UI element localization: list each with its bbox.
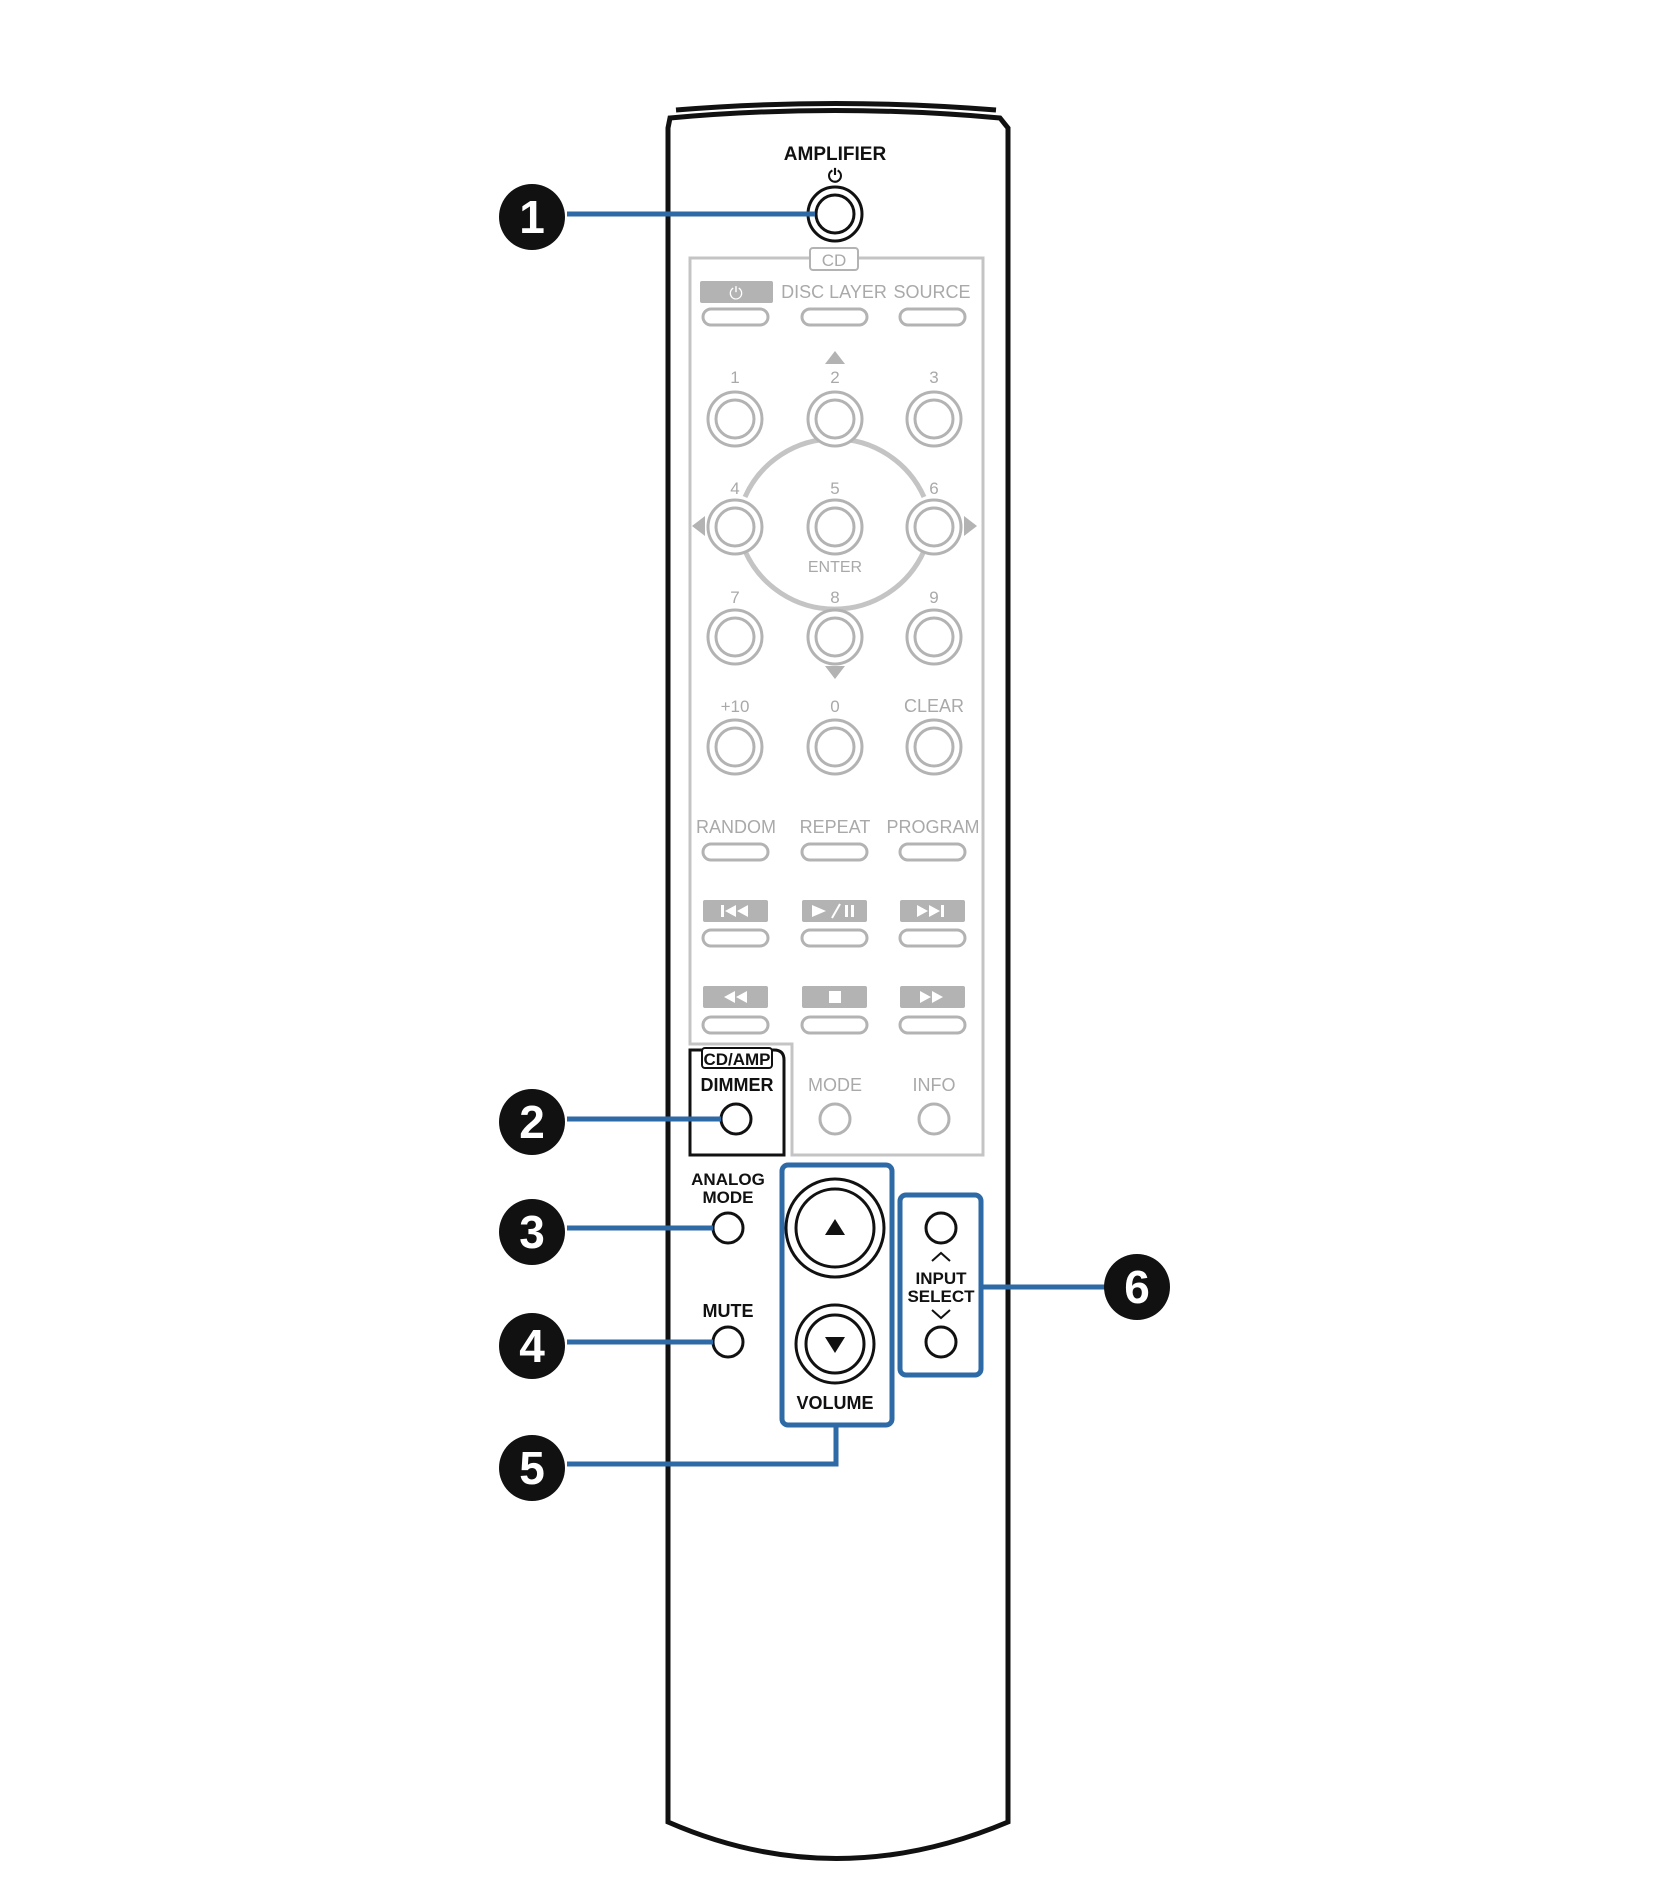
callout-3-badge: 3 (499, 1199, 565, 1265)
dimmer-label: DIMMER (701, 1075, 774, 1095)
skip-forward-label-icon (900, 900, 965, 922)
callout-2-badge: 2 (499, 1089, 565, 1155)
skip-forward-button[interactable] (898, 928, 967, 948)
nav-up-arrow-icon (825, 351, 845, 364)
cd-amp-dimmer-panel (688, 1048, 786, 1157)
amplifier-label: AMPLIFIER (784, 144, 887, 165)
random-button[interactable] (701, 842, 770, 862)
key-1-label: 1 (730, 368, 739, 387)
random-label: RANDOM (696, 817, 776, 837)
key-5-enter-button[interactable] (806, 498, 864, 556)
skip-back-button[interactable] (701, 928, 770, 948)
repeat-button[interactable] (800, 842, 869, 862)
key-9-button[interactable] (905, 608, 963, 666)
key-3-label: 3 (929, 368, 938, 387)
key-0-label: 0 (830, 697, 839, 716)
callout-5-line (567, 1425, 839, 1467)
mode-label: MODE (808, 1075, 862, 1095)
cd-tag-box (809, 247, 859, 271)
plus10-label: +10 (721, 697, 750, 716)
callout-5-badge: 5 (499, 1435, 565, 1501)
key-9-label: 9 (929, 588, 938, 607)
nav-left-arrow-icon (692, 516, 705, 536)
key-3-button[interactable] (905, 390, 963, 448)
cd-amp-tag-label: CD/AMP (703, 1050, 770, 1069)
input-select-up-chevron-icon (931, 1251, 951, 1262)
svg-text:1: 1 (519, 191, 545, 243)
clear-label: CLEAR (904, 696, 964, 716)
program-label: PROGRAM (886, 817, 979, 837)
nav-right-arrow-icon (964, 516, 977, 536)
stop-label-icon (802, 986, 867, 1008)
svg-text:5: 5 (519, 1442, 545, 1494)
svg-text:3: 3 (519, 1206, 545, 1258)
cd-section-panel (688, 256, 985, 1157)
cd-tag-label: CD (822, 251, 847, 270)
skip-back-label-icon (703, 900, 768, 922)
program-button[interactable] (898, 842, 967, 862)
mute-button[interactable] (711, 1325, 745, 1359)
key-2-label: 2 (830, 368, 839, 387)
disc-layer-button[interactable] (800, 307, 869, 327)
key-4-button[interactable] (706, 498, 764, 556)
cd-power-label-box (700, 281, 773, 303)
key-7-button[interactable] (706, 608, 764, 666)
callout-1-badge: 1 (499, 184, 565, 250)
key-6-label: 6 (929, 479, 938, 498)
amplifier-power-symbol-icon: ⏻ (828, 166, 843, 186)
play-pause-button[interactable] (800, 928, 869, 948)
disc-layer-label: DISC LAYER (781, 282, 887, 302)
play-pause-label-icon (802, 900, 867, 922)
key-5-label: 5 (830, 479, 839, 498)
key-8-button[interactable] (806, 608, 864, 666)
svg-text:6: 6 (1124, 1261, 1150, 1313)
info-button[interactable] (917, 1102, 951, 1136)
input-select-up-button[interactable] (924, 1211, 958, 1245)
analog-mode-button[interactable] (711, 1211, 745, 1245)
repeat-label: REPEAT (800, 817, 871, 837)
key-6-button[interactable] (905, 498, 963, 556)
info-label: INFO (913, 1075, 956, 1095)
key-2-button[interactable] (806, 390, 864, 448)
input-select-down-chevron-icon (931, 1309, 951, 1320)
mode-button[interactable] (818, 1102, 852, 1136)
dimmer-button[interactable] (719, 1102, 753, 1136)
stop-button[interactable] (800, 1015, 869, 1035)
plus10-button[interactable] (706, 718, 764, 776)
key-4-label: 4 (730, 479, 739, 498)
enter-label: ENTER (808, 559, 862, 576)
amplifier-power-button[interactable] (806, 185, 864, 243)
analog-label: ANALOG (691, 1170, 765, 1189)
svg-text:4: 4 (519, 1320, 545, 1372)
remote-top-edge (675, 101, 997, 113)
mute-label: MUTE (703, 1301, 754, 1321)
source-label: SOURCE (893, 282, 970, 302)
input-select-down-button[interactable] (924, 1325, 958, 1359)
volume-down-arrow-icon (825, 1337, 845, 1353)
rewind-button[interactable] (701, 1015, 770, 1035)
rewind-label-icon (703, 986, 768, 1008)
callout-4-badge: 4 (499, 1313, 565, 1379)
input-label: INPUT (916, 1269, 968, 1288)
clear-button[interactable] (905, 718, 963, 776)
cd-power-symbol-icon: ⏻ (729, 284, 743, 303)
volume-up-arrow-icon (825, 1219, 845, 1235)
fast-forward-button[interactable] (898, 1015, 967, 1035)
select-label: SELECT (907, 1287, 975, 1306)
fast-forward-label-icon (900, 986, 965, 1008)
nav-down-arrow-icon (825, 666, 845, 679)
cd-amp-tag-box (701, 1047, 773, 1069)
callout-6-badge: 6 (1104, 1254, 1170, 1320)
key-1-button[interactable] (706, 390, 764, 448)
key-0-button[interactable] (806, 718, 864, 776)
key-8-label: 8 (830, 588, 839, 607)
source-button[interactable] (898, 307, 967, 327)
volume-label: VOLUME (796, 1393, 873, 1413)
cd-power-button[interactable] (701, 307, 770, 327)
key-7-label: 7 (730, 588, 739, 607)
svg-text:2: 2 (519, 1096, 545, 1148)
analog-mode-label: MODE (703, 1188, 754, 1207)
